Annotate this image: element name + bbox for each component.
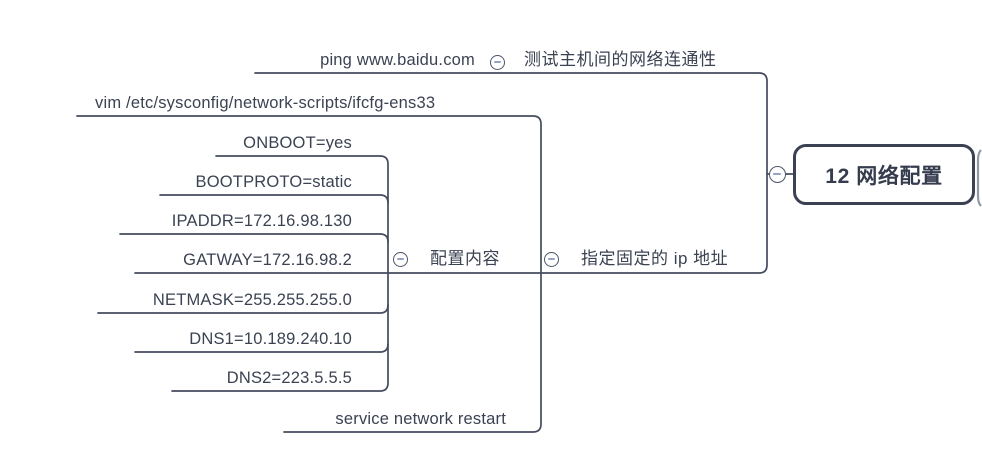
node-netmask[interactable]: NETMASK=255.255.255.0 (152, 291, 352, 309)
collapse-icon-config-content[interactable] (392, 251, 408, 267)
minus-glyph (396, 258, 404, 260)
node-test-connectivity[interactable]: 测试主机间的网络连通性 (524, 50, 717, 69)
node-ping-command[interactable]: ping www.baidu.com (320, 51, 475, 69)
root-topic-label: 12 网络配置 (825, 164, 943, 188)
connector-branch-b-spine (76, 115, 542, 433)
connector-branch-a-and-spine (134, 72, 768, 274)
minus-glyph (548, 258, 555, 260)
minus-glyph (493, 61, 501, 63)
node-config-content[interactable]: 配置内容 (430, 249, 500, 268)
node-vim-ifcfg[interactable]: vim /etc/sysconfig/network-scripts/ifcfg… (95, 94, 436, 112)
node-static-ip[interactable]: 指定固定的 ip 地址 (581, 249, 729, 268)
node-onboot[interactable]: ONBOOT=yes (243, 134, 352, 152)
root-topic[interactable]: 12 网络配置 (793, 144, 975, 205)
node-gateway[interactable]: GATWAY=172.16.98.2 (183, 251, 352, 269)
node-dns2[interactable]: DNS2=223.5.5.5 (226, 369, 352, 387)
collapse-icon-test-branch[interactable] (489, 54, 505, 70)
node-dns1[interactable]: DNS1=10.189.240.10 (189, 330, 352, 348)
connector-bootproto (159, 194, 389, 204)
collapse-icon-static-ip[interactable] (544, 251, 559, 267)
connector-config-spine (171, 155, 389, 392)
connector-dns1 (134, 343, 389, 353)
offscreen-node-edge (976, 149, 982, 207)
connector-netmask (97, 304, 389, 314)
collapse-icon-root[interactable] (768, 165, 786, 183)
minus-glyph (773, 173, 781, 175)
node-ipaddr[interactable]: IPADDR=172.16.98.130 (171, 212, 352, 230)
node-service-restart[interactable]: service network restart (335, 410, 506, 428)
connector-ipaddr (119, 233, 389, 243)
node-bootproto[interactable]: BOOTPROTO=static (195, 173, 352, 191)
